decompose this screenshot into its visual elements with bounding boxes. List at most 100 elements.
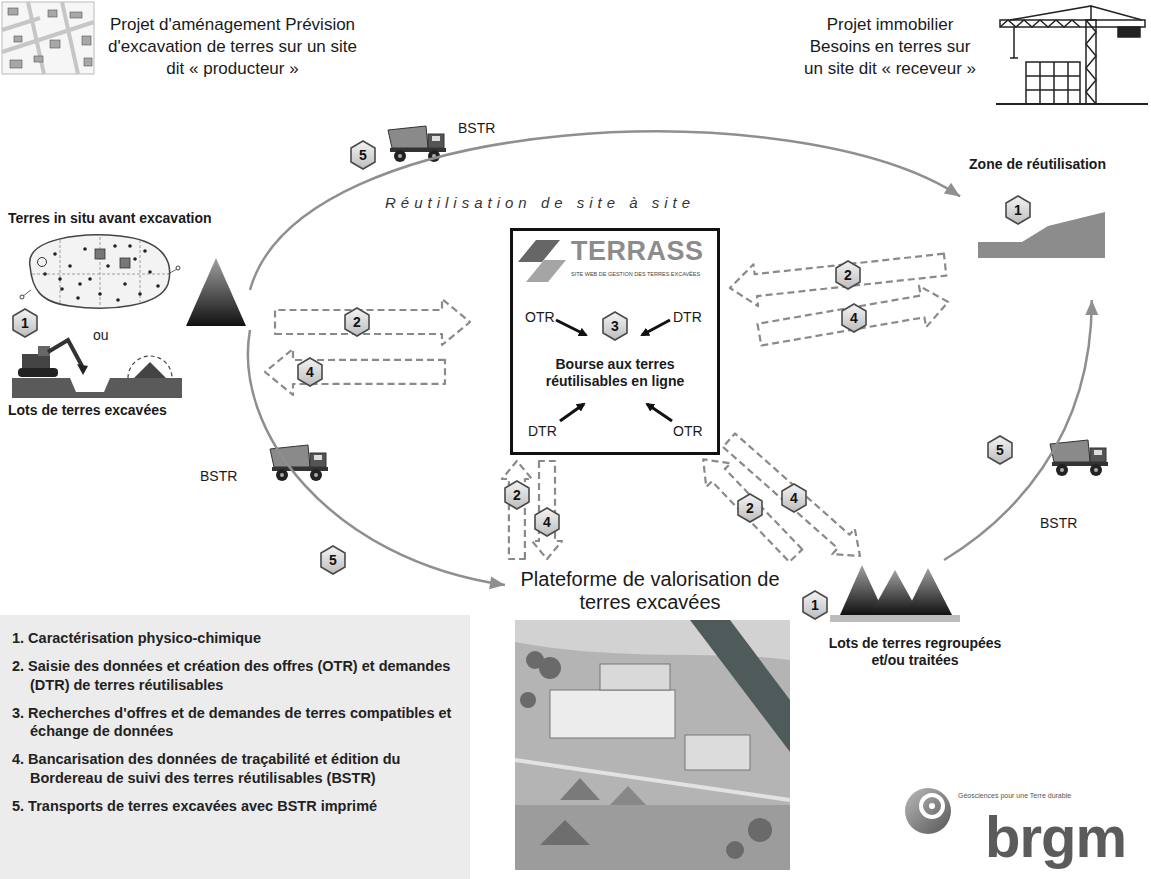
soil-sampling-map <box>138 292 142 296</box>
brgm-logo-mark <box>905 788 951 834</box>
street-map-picture <box>10 60 22 68</box>
terrass-logo-mark <box>518 240 560 262</box>
crane-picture <box>1026 62 1080 104</box>
alternative-word: ou <box>93 327 109 344</box>
data-exchange-arrow <box>758 286 949 346</box>
step-item: 3. Recherches d'offres et de demandes de… <box>12 704 456 742</box>
grouped-heaps <box>830 615 960 622</box>
street-map-picture <box>14 36 22 42</box>
soil-sampling-map <box>156 284 160 288</box>
soil-sampling-map <box>88 277 92 281</box>
step-item: 5. Transports de terres excavées avec BS… <box>12 797 456 816</box>
soil-sampling-map <box>148 270 152 274</box>
soil-sampling-map <box>78 282 82 286</box>
soil-sampling-map <box>128 244 132 248</box>
zone-heading: Zone de réutilisation <box>960 156 1115 173</box>
soil-sampling-map <box>20 235 180 308</box>
soil-sampling-map <box>53 252 57 256</box>
lots-heading: Lots de terres regroupées et/ou traitées <box>820 635 1010 669</box>
document-tag: BSTR <box>1040 515 1077 532</box>
brgm-logo-mark <box>905 788 951 834</box>
platform-aerial-photo <box>520 651 772 859</box>
demand-tag: DTR <box>528 423 557 440</box>
excavator-picture <box>22 354 50 368</box>
soil-sampling-map <box>38 258 47 267</box>
soil-sampling-map <box>83 247 87 251</box>
soil-sampling-map <box>133 257 137 261</box>
platform-aerial-photo <box>690 620 790 752</box>
excavator-picture <box>134 362 166 378</box>
soil-sampling-map <box>143 249 147 253</box>
offer-tag: OTR <box>525 309 555 326</box>
dashed-block-arrow <box>502 461 532 559</box>
step-item: 1. Caractérisation physico-chimique <box>12 629 456 648</box>
flow-arrow <box>250 132 960 290</box>
platform-aerial-photo <box>550 690 675 738</box>
soil-sampling-map <box>120 258 130 268</box>
soil-sampling-map <box>113 244 117 248</box>
data-exchange-arrow <box>265 349 445 395</box>
crane-picture <box>996 6 1148 104</box>
reuse-ground <box>978 212 1105 258</box>
street-map-picture <box>50 40 60 48</box>
terrass-logo-mark <box>518 240 566 282</box>
callout-badge: 4 <box>532 507 562 537</box>
crane-picture <box>1086 20 1096 104</box>
crane-picture <box>1010 27 1018 58</box>
crane-picture <box>1086 20 1096 104</box>
crane-picture <box>1000 20 1145 27</box>
soil-sampling-map <box>58 277 62 281</box>
callout-badge: 1 <box>800 590 830 620</box>
document-tag: BSTR <box>458 120 495 137</box>
excavator-picture <box>12 340 182 398</box>
street-map-picture <box>2 2 94 74</box>
callout-number: 2 <box>833 260 863 290</box>
callout-number: 2 <box>735 493 765 523</box>
callout-badge: 5 <box>348 140 378 170</box>
producer-site: Terres in situ avant excavationouLots de… <box>5 205 250 425</box>
data-exchange-arrow <box>502 461 532 559</box>
excavator-picture <box>48 340 82 366</box>
flow-line <box>944 300 1092 560</box>
callout-badge: 4 <box>839 303 869 333</box>
soil-sampling-map <box>68 264 72 268</box>
data-exchange-arrow <box>703 459 802 562</box>
callout-badge: 1 <box>1003 195 1033 225</box>
brgm-logo-mark <box>929 803 935 809</box>
callout-number: 4 <box>532 507 562 537</box>
soil-sampling-map <box>20 295 24 299</box>
crane-picture <box>1000 20 1080 27</box>
callout-number: 2 <box>502 480 532 510</box>
street-map-picture <box>2 2 94 74</box>
callout-number: 1 <box>800 590 830 620</box>
excavator-picture <box>77 364 88 375</box>
platform-aerial-photo <box>539 657 561 679</box>
callout-badge: 2 <box>735 493 765 523</box>
callout-number: 5 <box>318 545 348 575</box>
step-list: 1. Caractérisation physico-chimique2. Sa… <box>0 615 470 879</box>
excavator-picture <box>18 368 58 377</box>
platform-aerial-photo <box>600 664 670 690</box>
logo-text: TERRASS <box>571 237 704 267</box>
callout-number: 3 <box>600 311 630 341</box>
flow-arrow <box>944 300 1098 560</box>
step-item: 4. Bancarisation des données de traçabil… <box>12 750 456 788</box>
callout-number: 1 <box>10 308 40 338</box>
street-map-picture <box>82 36 91 45</box>
callout-number: 5 <box>348 140 378 170</box>
truck-picture <box>1050 440 1108 476</box>
exchange-title: Bourse aux terres réutilisables en ligne <box>528 356 702 390</box>
logo-tagline: Géosciences pour une Terre durable <box>958 792 1071 800</box>
flow-arrow <box>248 330 505 589</box>
demand-tag: DTR <box>673 309 702 326</box>
brgm-logo-mark <box>921 795 943 817</box>
callout-badge: 4 <box>779 483 809 513</box>
soil-sampling-map <box>43 244 160 302</box>
callout-badge: 2 <box>342 307 372 337</box>
soil-sampling-map <box>98 292 102 296</box>
platform-aerial-photo <box>748 818 772 842</box>
soil-sampling-map <box>30 235 170 308</box>
platform-aerial-photo <box>515 805 790 870</box>
callout-badge: 5 <box>318 545 348 575</box>
callout-number: 4 <box>779 483 809 513</box>
